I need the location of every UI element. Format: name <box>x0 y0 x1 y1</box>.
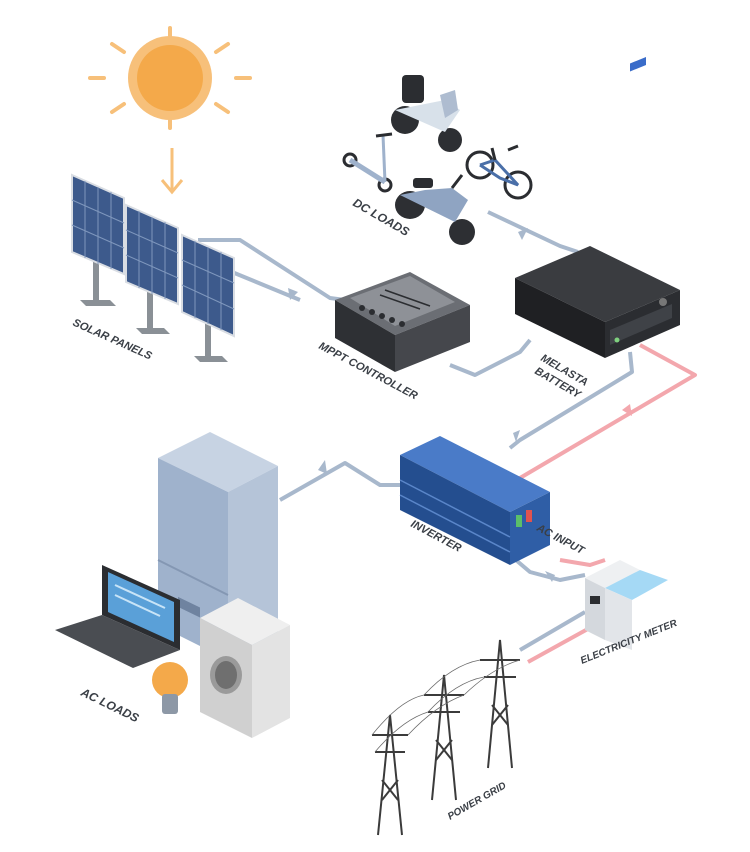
dc-wiring <box>198 210 634 652</box>
mppt-controller-icon <box>335 272 470 372</box>
power-tower-icon <box>371 639 521 836</box>
laptop-icon <box>55 565 180 668</box>
kick-scooter-icon <box>342 132 393 193</box>
flow-arrows <box>288 228 555 582</box>
light-bulb-icon <box>152 662 188 714</box>
inverter-icon <box>399 436 550 565</box>
battery-icon <box>515 56 680 358</box>
electricity-meter-icon <box>585 560 668 650</box>
electric-scooter-icon <box>395 174 475 245</box>
ac-loads-label: AC LOADS <box>78 685 141 725</box>
bicycle-icon <box>465 144 533 200</box>
scooter-icon <box>391 75 462 152</box>
solar-panel-icon <box>71 173 235 362</box>
sun-icon <box>88 26 252 195</box>
solar-panels-label: SOLAR PANELS <box>71 317 154 363</box>
ac-flow-arrow <box>622 404 632 416</box>
washing-machine-icon <box>200 598 290 738</box>
